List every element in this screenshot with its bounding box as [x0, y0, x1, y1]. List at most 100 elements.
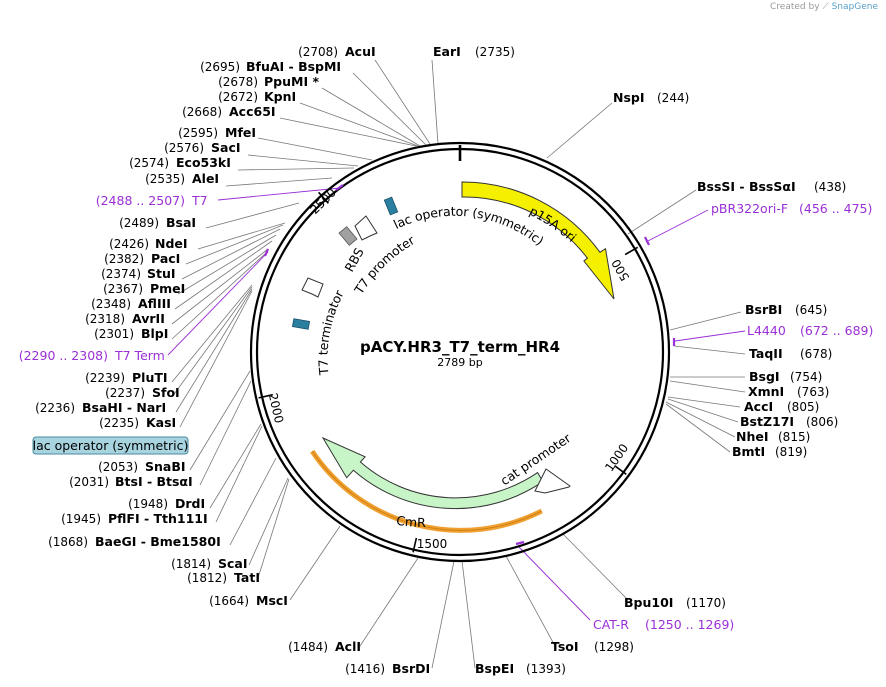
- enzyme-xmni[interactable]: XmnI(763): [748, 384, 829, 399]
- leader-line: [431, 560, 455, 669]
- enzyme-btsi[interactable]: (2031) BtsI - BtsαI: [69, 474, 193, 489]
- enzyme-saci[interactable]: (2576)SacI: [164, 140, 240, 155]
- enzyme-acci[interactable]: AccI(805): [744, 399, 819, 414]
- enzyme-pos: (815): [778, 430, 810, 444]
- primer-name: CAT-R: [593, 617, 629, 632]
- enzyme-name: Eco53kI: [176, 155, 231, 170]
- enzyme-pflfi[interactable]: (1945)PflFI - Tth111I: [61, 511, 208, 526]
- primer-leader-line: [517, 545, 591, 621]
- leader-line: [181, 228, 281, 280]
- enzyme-pos: (2576): [164, 141, 204, 155]
- enzyme-name: BtsI - BtsαI: [115, 474, 193, 489]
- enzyme-afliii[interactable]: (2348)AflIII: [91, 296, 171, 311]
- enzyme-name: BmtI: [732, 444, 765, 459]
- enzyme-pos: (244): [657, 91, 689, 105]
- enzyme-paci[interactable]: (2382)PacI: [104, 251, 180, 266]
- enzyme-acc65i[interactable]: (2668)Acc65I: [182, 104, 275, 119]
- cat-promoter-arrow[interactable]: [534, 468, 571, 494]
- primer-t7[interactable]: (2488 .. 2507)T7: [96, 193, 208, 208]
- enzyme-name: BlpI: [141, 326, 168, 341]
- enzyme-bpu10i[interactable]: Bpu10I(1170): [624, 595, 726, 610]
- enzyme-pmei[interactable]: (2367)PmeI: [103, 281, 185, 296]
- leader-line: [179, 290, 253, 428]
- leader-line: [237, 167, 355, 171]
- enzyme-bsai[interactable]: (2489)BsaI: [119, 215, 196, 230]
- leader-line: [175, 288, 253, 413]
- enzyme-pluti[interactable]: (2239)PluTI: [85, 370, 167, 385]
- enzyme-bsgi[interactable]: BsgI(754): [749, 369, 822, 384]
- leader-line: [299, 102, 419, 147]
- enzyme-ndei[interactable]: (2426)NdeI: [109, 236, 187, 251]
- enzyme-sfoi[interactable]: (2237)SfoI: [105, 385, 180, 400]
- leader-line: [171, 286, 253, 398]
- enzyme-bsahi[interactable]: (2236)BsaHI - NarI: [35, 400, 166, 415]
- enzyme-nspi[interactable]: NspI(244): [613, 90, 689, 105]
- plasmid-length: 2789 bp: [437, 356, 482, 369]
- scale-tick-1500: [412, 537, 418, 553]
- p15a-ori-arrow[interactable]: [461, 181, 615, 300]
- enzyme-bfuai[interactable]: (2695)BfuAI - BspMI: [200, 59, 341, 74]
- enzyme-pos: (805): [787, 400, 819, 414]
- enzyme-ppumi[interactable]: (2678)PpuMI *: [218, 74, 319, 89]
- feature-cmr[interactable]: CmR: [310, 436, 544, 533]
- enzyme-taqii[interactable]: TaqII(678): [749, 346, 832, 361]
- scale-label-2000: 2000: [266, 392, 287, 425]
- enzyme-tati[interactable]: (1812)TatI: [187, 570, 260, 585]
- enzyme-name: SfoI: [152, 385, 180, 400]
- cmr-label: CmR: [395, 513, 426, 530]
- enzyme-pos: (1416): [345, 662, 385, 676]
- enzyme-name: KasI: [146, 415, 176, 430]
- enzyme-bmti[interactable]: BmtI(819): [732, 444, 807, 459]
- enzyme-blpi[interactable]: (2301)BlpI: [94, 326, 168, 341]
- primer-t7-term[interactable]: (2290 .. 2308)T7 Term: [19, 348, 165, 363]
- t7-terminator-arrow[interactable]: [301, 277, 324, 298]
- enzyme-bstz17i[interactable]: BstZ17I(806): [740, 414, 838, 429]
- enzyme-scai[interactable]: (1814)ScaI: [171, 556, 247, 571]
- enzyme-pos: (2595): [178, 126, 218, 140]
- enzyme-msci[interactable]: (1664)MscI: [209, 593, 288, 608]
- enzyme-nhei[interactable]: NheI (815): [736, 429, 810, 444]
- enzyme-kpni[interactable]: (2672)KpnI: [218, 89, 296, 104]
- enzyme-pos: (2031): [69, 475, 109, 489]
- enzyme-pos: (1868): [48, 535, 88, 549]
- primer-name: T7: [191, 193, 208, 208]
- enzyme-acli[interactable]: (1484)AclI: [288, 639, 361, 654]
- enzyme-avrii[interactable]: (2318)AvrII: [85, 311, 165, 326]
- primer-l4440[interactable]: L4440(672 .. 689): [747, 323, 873, 338]
- badge-background[interactable]: [32, 436, 189, 455]
- enzyme-stui[interactable]: (2374)StuI: [101, 266, 175, 281]
- leader-line: [225, 177, 333, 187]
- enzyme-bsssi[interactable]: BssSI - BssSαI(438): [697, 179, 846, 194]
- enzyme-name: BsaHI - NarI: [82, 400, 166, 415]
- enzyme-acui[interactable]: (2708)AcuI: [298, 44, 376, 59]
- enzyme-pos: (645): [795, 303, 827, 317]
- enzyme-name: AcuI: [345, 44, 376, 59]
- leader-line: [321, 87, 421, 147]
- enzyme-snabi[interactable]: (2053)SnaBI: [98, 459, 185, 474]
- enzyme-bsrdi[interactable]: (1416)BsrDI: [345, 661, 430, 676]
- leader-line: [199, 380, 252, 486]
- enzyme-name: KpnI: [264, 89, 296, 104]
- t7-promoter-arrow[interactable]: [354, 215, 378, 241]
- enzyme-kasi[interactable]: (2235)KasI: [99, 415, 176, 430]
- enzyme-eari[interactable]: EarI(2735): [433, 44, 515, 59]
- enzyme-pos: (2367): [103, 282, 143, 296]
- enzyme-mfei[interactable]: (2595)MfeI: [178, 125, 256, 140]
- lac-operator-badge[interactable]: lac operator (symmetric): [32, 436, 189, 455]
- enzyme-bspei[interactable]: BspEI(1393): [475, 661, 566, 676]
- cmr-arrow[interactable]: [321, 436, 544, 510]
- enzyme-pos: (678): [800, 347, 832, 361]
- lac-operator-mark-top[interactable]: [383, 196, 399, 216]
- enzyme-name: NheI: [736, 429, 769, 444]
- enzyme-drdi[interactable]: (1948)DrdI: [128, 496, 205, 511]
- primer-cat-r[interactable]: CAT-R(1250 .. 1269): [593, 617, 734, 632]
- enzyme-tsoi[interactable]: TsoI(1298): [551, 639, 634, 654]
- enzyme-alei[interactable]: (2535)AleI: [145, 171, 219, 186]
- enzyme-baegi[interactable]: (1868)BaeGI - Bme1580I: [48, 534, 221, 549]
- primer-pbr322ori-f[interactable]: pBR322ori-F(456 .. 475): [711, 201, 872, 216]
- enzyme-bsrbi[interactable]: BsrBI(645): [745, 302, 827, 317]
- backbone-outer-circle: [249, 141, 671, 563]
- enzyme-eco53ki[interactable]: (2574)Eco53kI: [129, 155, 231, 170]
- rbs-mark[interactable]: [338, 226, 358, 246]
- lac-operator-mark-left[interactable]: [291, 318, 311, 330]
